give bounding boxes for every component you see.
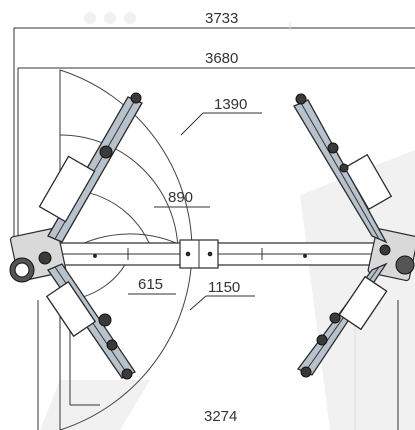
dimension-total-width-label: 3733: [205, 10, 238, 27]
dimension-base-width: 3274: [37, 300, 399, 430]
watermark-graphic: [40, 12, 415, 430]
dimension-arm-reach-short: 615: [128, 276, 176, 295]
arm-left-lower: [45, 263, 136, 380]
dimension-arm-reach-radius: 1150: [189, 279, 255, 311]
dimension-arm-reach-mid: 890: [154, 189, 210, 208]
arm-right-lower: [296, 262, 388, 378]
dimension-total-width: 3733: [13, 10, 415, 240]
dimension-inner-width-label: 3680: [205, 50, 238, 67]
dimension-base-width-label: 3274: [204, 408, 237, 425]
dimension-arm-reach-mid-label: 890: [168, 189, 193, 206]
cross-beam: [49, 239, 381, 269]
dimension-inner-width: 3680: [17, 50, 415, 240]
dimension-arm-reach-short-label: 615: [138, 276, 163, 293]
arm-right-upper: [293, 93, 393, 244]
arm-left-upper: [38, 92, 143, 243]
dimension-arm-reach-long: 1390: [180, 96, 262, 136]
dimension-arm-reach-radius-label: 1150: [208, 279, 240, 296]
dimension-arm-reach-long-label: 1390: [214, 96, 247, 113]
